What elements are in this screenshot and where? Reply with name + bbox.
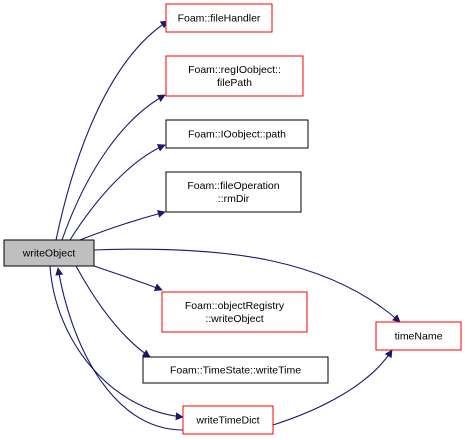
node-label: Foam::objectRegistry <box>185 300 285 312</box>
node-layer: writeObject Foam::fileHandlerFoam::regIOo… <box>3 3 462 435</box>
node-label: Foam::regIOobject:: <box>188 64 281 76</box>
node-box[interactable] <box>165 55 304 97</box>
node-box[interactable] <box>182 405 274 435</box>
node-label: ::rmDir <box>218 193 250 205</box>
node-label: writeObject <box>22 248 76 260</box>
node-label: timeName <box>395 331 443 343</box>
edge-writeObject-to-objectRegistry_writeObject <box>93 265 163 291</box>
node-label: ::writeObject <box>205 313 263 325</box>
node-box[interactable] <box>165 3 273 33</box>
edge-writeObject-to-timeName <box>93 248 401 323</box>
node-fileOperation_rmDir[interactable]: Foam::fileOperation::rmDir <box>165 171 302 213</box>
node-writeObject[interactable]: writeObject <box>3 239 95 267</box>
node-box[interactable] <box>3 239 95 267</box>
node-fileHandler[interactable]: Foam::fileHandler <box>165 3 273 33</box>
node-label: Foam::fileOperation <box>187 180 279 192</box>
node-label: Foam::TimeState::writeTime <box>170 365 301 377</box>
node-box[interactable] <box>161 291 308 333</box>
edge-writeTimeDict-to-writeObject <box>55 267 184 431</box>
node-timeName[interactable]: timeName <box>375 321 462 351</box>
node-box[interactable] <box>142 356 329 384</box>
edge-layer <box>49 20 401 431</box>
node-label: Foam::fileHandler <box>178 13 261 25</box>
edge-writeTimeDict-to-timeName <box>272 349 393 426</box>
node-label: Foam::IOobject::path <box>188 129 286 141</box>
node-writeTimeDict[interactable]: writeTimeDict <box>182 405 274 435</box>
edge-writeObject-to-fileOperation_rmDir <box>79 209 166 241</box>
node-label: filePath <box>217 77 252 89</box>
node-IOobject_path[interactable]: Foam::IOobject::path <box>165 119 309 149</box>
node-box[interactable] <box>165 119 309 149</box>
edge-writeObject-to-IOobject_path <box>69 144 166 241</box>
node-regIOobject_filePath[interactable]: Foam::regIOobject::filePath <box>165 55 304 97</box>
node-box[interactable] <box>165 171 302 213</box>
edge-writeObject-to-TimeState_writeTime <box>75 265 151 358</box>
node-label: writeTimeDict <box>195 415 259 427</box>
node-objectRegistry_writeObject[interactable]: Foam::objectRegistry::writeObject <box>161 291 308 333</box>
node-box[interactable] <box>375 321 462 351</box>
node-TimeState_writeTime[interactable]: Foam::TimeState::writeTime <box>142 356 329 384</box>
edge-writeObject-to-writeTimeDict <box>49 265 184 421</box>
edge-writeObject-to-fileHandler <box>55 20 169 241</box>
edge-writeObject-to-regIOobject_filePath <box>61 94 166 241</box>
